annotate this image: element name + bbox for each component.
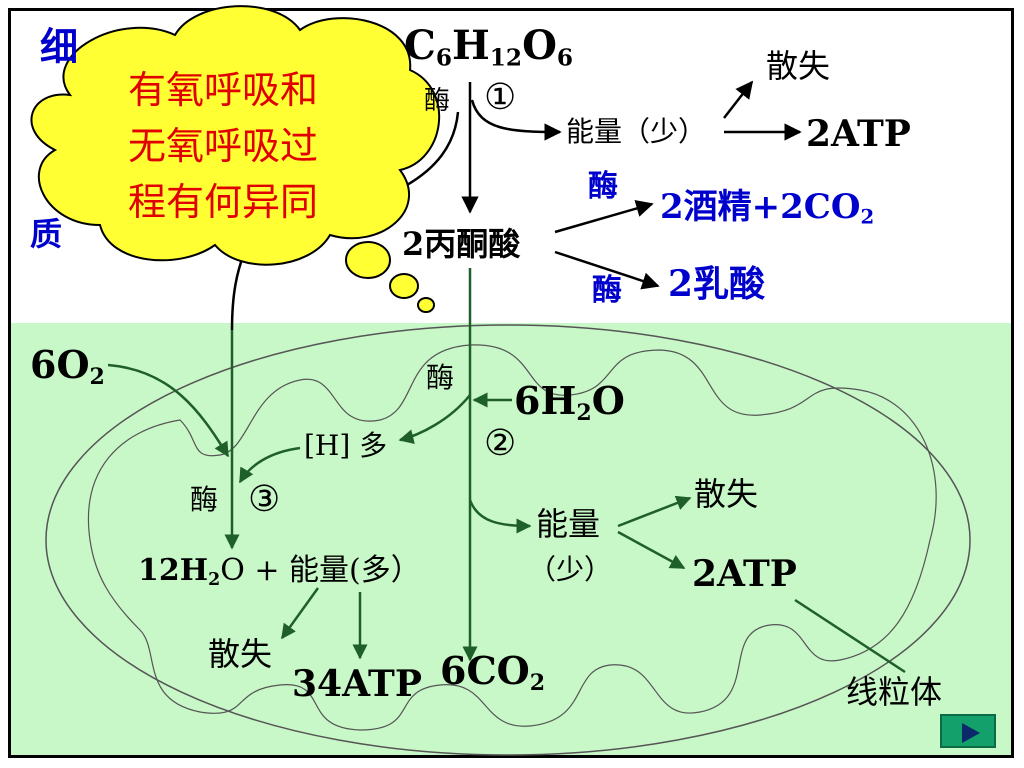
callout-line-2: 无氧呼吸过 xyxy=(127,124,318,168)
stage1-energy-label: 能量（少） xyxy=(566,115,707,148)
stage3-number: ③ xyxy=(248,479,281,520)
callout-line-1: 有氧呼吸和 xyxy=(127,68,318,112)
water-input: 6H2O xyxy=(514,378,625,427)
mitochondria-inner-membrane xyxy=(88,344,937,731)
stage2-number: ② xyxy=(484,423,517,464)
stage2-energy-sub-label: （少） xyxy=(528,553,613,586)
next-slide-button[interactable] xyxy=(940,714,996,748)
anaerobic-enzyme-2: 酶 xyxy=(592,273,622,308)
lactic-acid-product: 2乳酸 xyxy=(668,263,766,305)
co2-output: 6CO2 xyxy=(440,648,546,697)
stage3-lost-label: 散失 xyxy=(208,635,273,673)
mitochondria-outer-membrane xyxy=(45,324,971,756)
play-triangle-icon xyxy=(962,723,980,743)
stage2-lost-label: 散失 xyxy=(694,475,759,513)
thought-cloud xyxy=(30,5,441,313)
stage3-enzyme: 酶 xyxy=(190,483,219,516)
callout-line-3: 程有何异同 xyxy=(127,180,318,224)
stage3-product: 12H2O + 能量(多） xyxy=(138,553,421,590)
slide-frame xyxy=(8,8,1014,758)
oxygen-input: 6O2 xyxy=(30,342,105,391)
mitochondria-region xyxy=(11,323,1011,755)
alcohol-product: 2酒精+2CO2 xyxy=(660,187,875,229)
callout-question: 有氧呼吸和 无氧呼吸过 程有何异同 xyxy=(88,62,358,230)
hydrogen-label: [H] 多 xyxy=(304,429,388,462)
stage2-energy-label: 能量 xyxy=(536,505,601,543)
stage2-atp-label: 2ATP xyxy=(692,553,797,595)
hidden-text-bottom: 质 xyxy=(30,215,63,253)
stage1-number: ① xyxy=(484,77,517,118)
stage2-enzyme: 酶 xyxy=(426,361,455,394)
pyruvate-label: 2丙酮酸 xyxy=(402,225,521,263)
hidden-text-top: 细 xyxy=(40,24,79,69)
stage1-atp-label: 2ATP xyxy=(806,113,911,155)
stage3-atp-label: 34ATP xyxy=(292,663,422,705)
mitochondria-label: 线粒体 xyxy=(846,673,943,711)
glucose-formula: C6H12O6 xyxy=(404,22,574,72)
stage1-lost-label: 散失 xyxy=(766,47,831,85)
anaerobic-enzyme-1: 酶 xyxy=(588,169,618,204)
stage1-enzyme: 酶 xyxy=(424,86,451,116)
